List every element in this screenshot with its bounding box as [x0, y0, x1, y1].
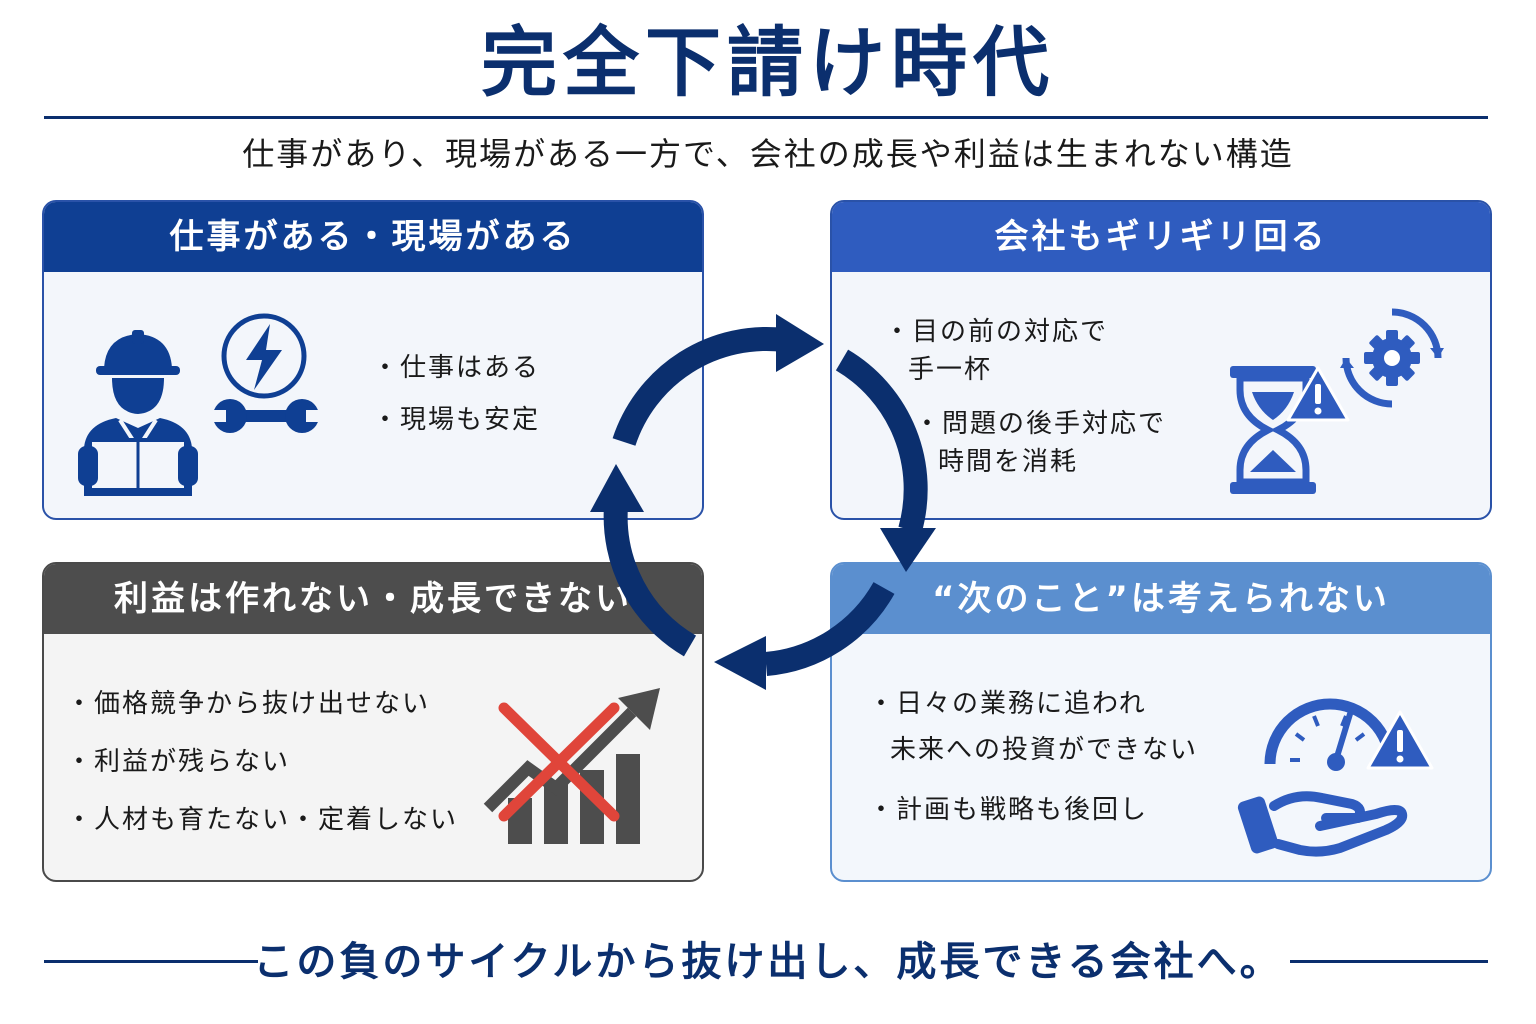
box-header: “次のこと”は考えられない [832, 564, 1490, 634]
bullet-text: ・人材も育たない・定着しない [66, 805, 459, 835]
bullet-text: ・利益が残らない [66, 747, 291, 777]
hourglass-icon [1230, 366, 1316, 494]
negative-cycle-arrows [590, 314, 936, 690]
cycle-arrow-bottom-head [714, 636, 766, 690]
hand-icon [1237, 791, 1408, 857]
box-no-profit-no-growth: 利益は作れない・成長できない [42, 562, 704, 882]
box-header: 利益は作れない・成長できない [44, 564, 702, 634]
bullet-text: 未来への投資ができない [890, 735, 1199, 765]
box-header: 仕事がある・現場がある [44, 202, 702, 272]
bullet-text: ・問題の後手対応で [914, 409, 1167, 439]
warning-icon [1366, 710, 1434, 770]
lightning-icon [221, 313, 307, 399]
bullet-text: ・目の前の対応で [884, 317, 1109, 347]
warning-icon [1286, 366, 1350, 422]
cycle-arrow-left-head [590, 464, 644, 512]
page-subtitle: 仕事があり、現場がある一方で、会社の成長や利益は生まれない構造 [242, 135, 1294, 173]
cycle-arrow-right [835, 349, 928, 534]
wrench-icon [212, 399, 320, 433]
worker-icon [78, 330, 198, 496]
page-title: 完全下請け時代 [481, 18, 1055, 107]
cycle-arrow-left [603, 505, 697, 657]
footer-divider-left [44, 960, 258, 963]
bullet-text: 手一杯 [908, 355, 993, 385]
bullet-text: ・日々の業務に追われ [868, 689, 1147, 719]
cycle-arrow-top-head [776, 314, 824, 372]
bullet-text: ・仕事はある [372, 353, 541, 383]
cycle-arrow-bottom [764, 581, 895, 676]
footer-message: この負のサイクルから抜け出し、成長できる会社へ。 [253, 939, 1283, 985]
bullet-text: ・現場も安定 [372, 405, 541, 435]
footer-divider-right [1290, 960, 1488, 963]
cross-icon [498, 702, 620, 822]
cycle-arrow-right-head [880, 528, 936, 572]
cycle-arrow-top [612, 326, 786, 446]
gear-cycle-icon [1340, 308, 1444, 408]
title-divider [44, 116, 1488, 119]
bullet-text: ・価格競争から抜け出せない [66, 689, 431, 719]
bullet-text: 時間を消耗 [938, 447, 1079, 477]
box-header: 会社もギリギリ回る [832, 202, 1490, 272]
bullet-text: ・計画も戦略も後回し [868, 795, 1149, 825]
